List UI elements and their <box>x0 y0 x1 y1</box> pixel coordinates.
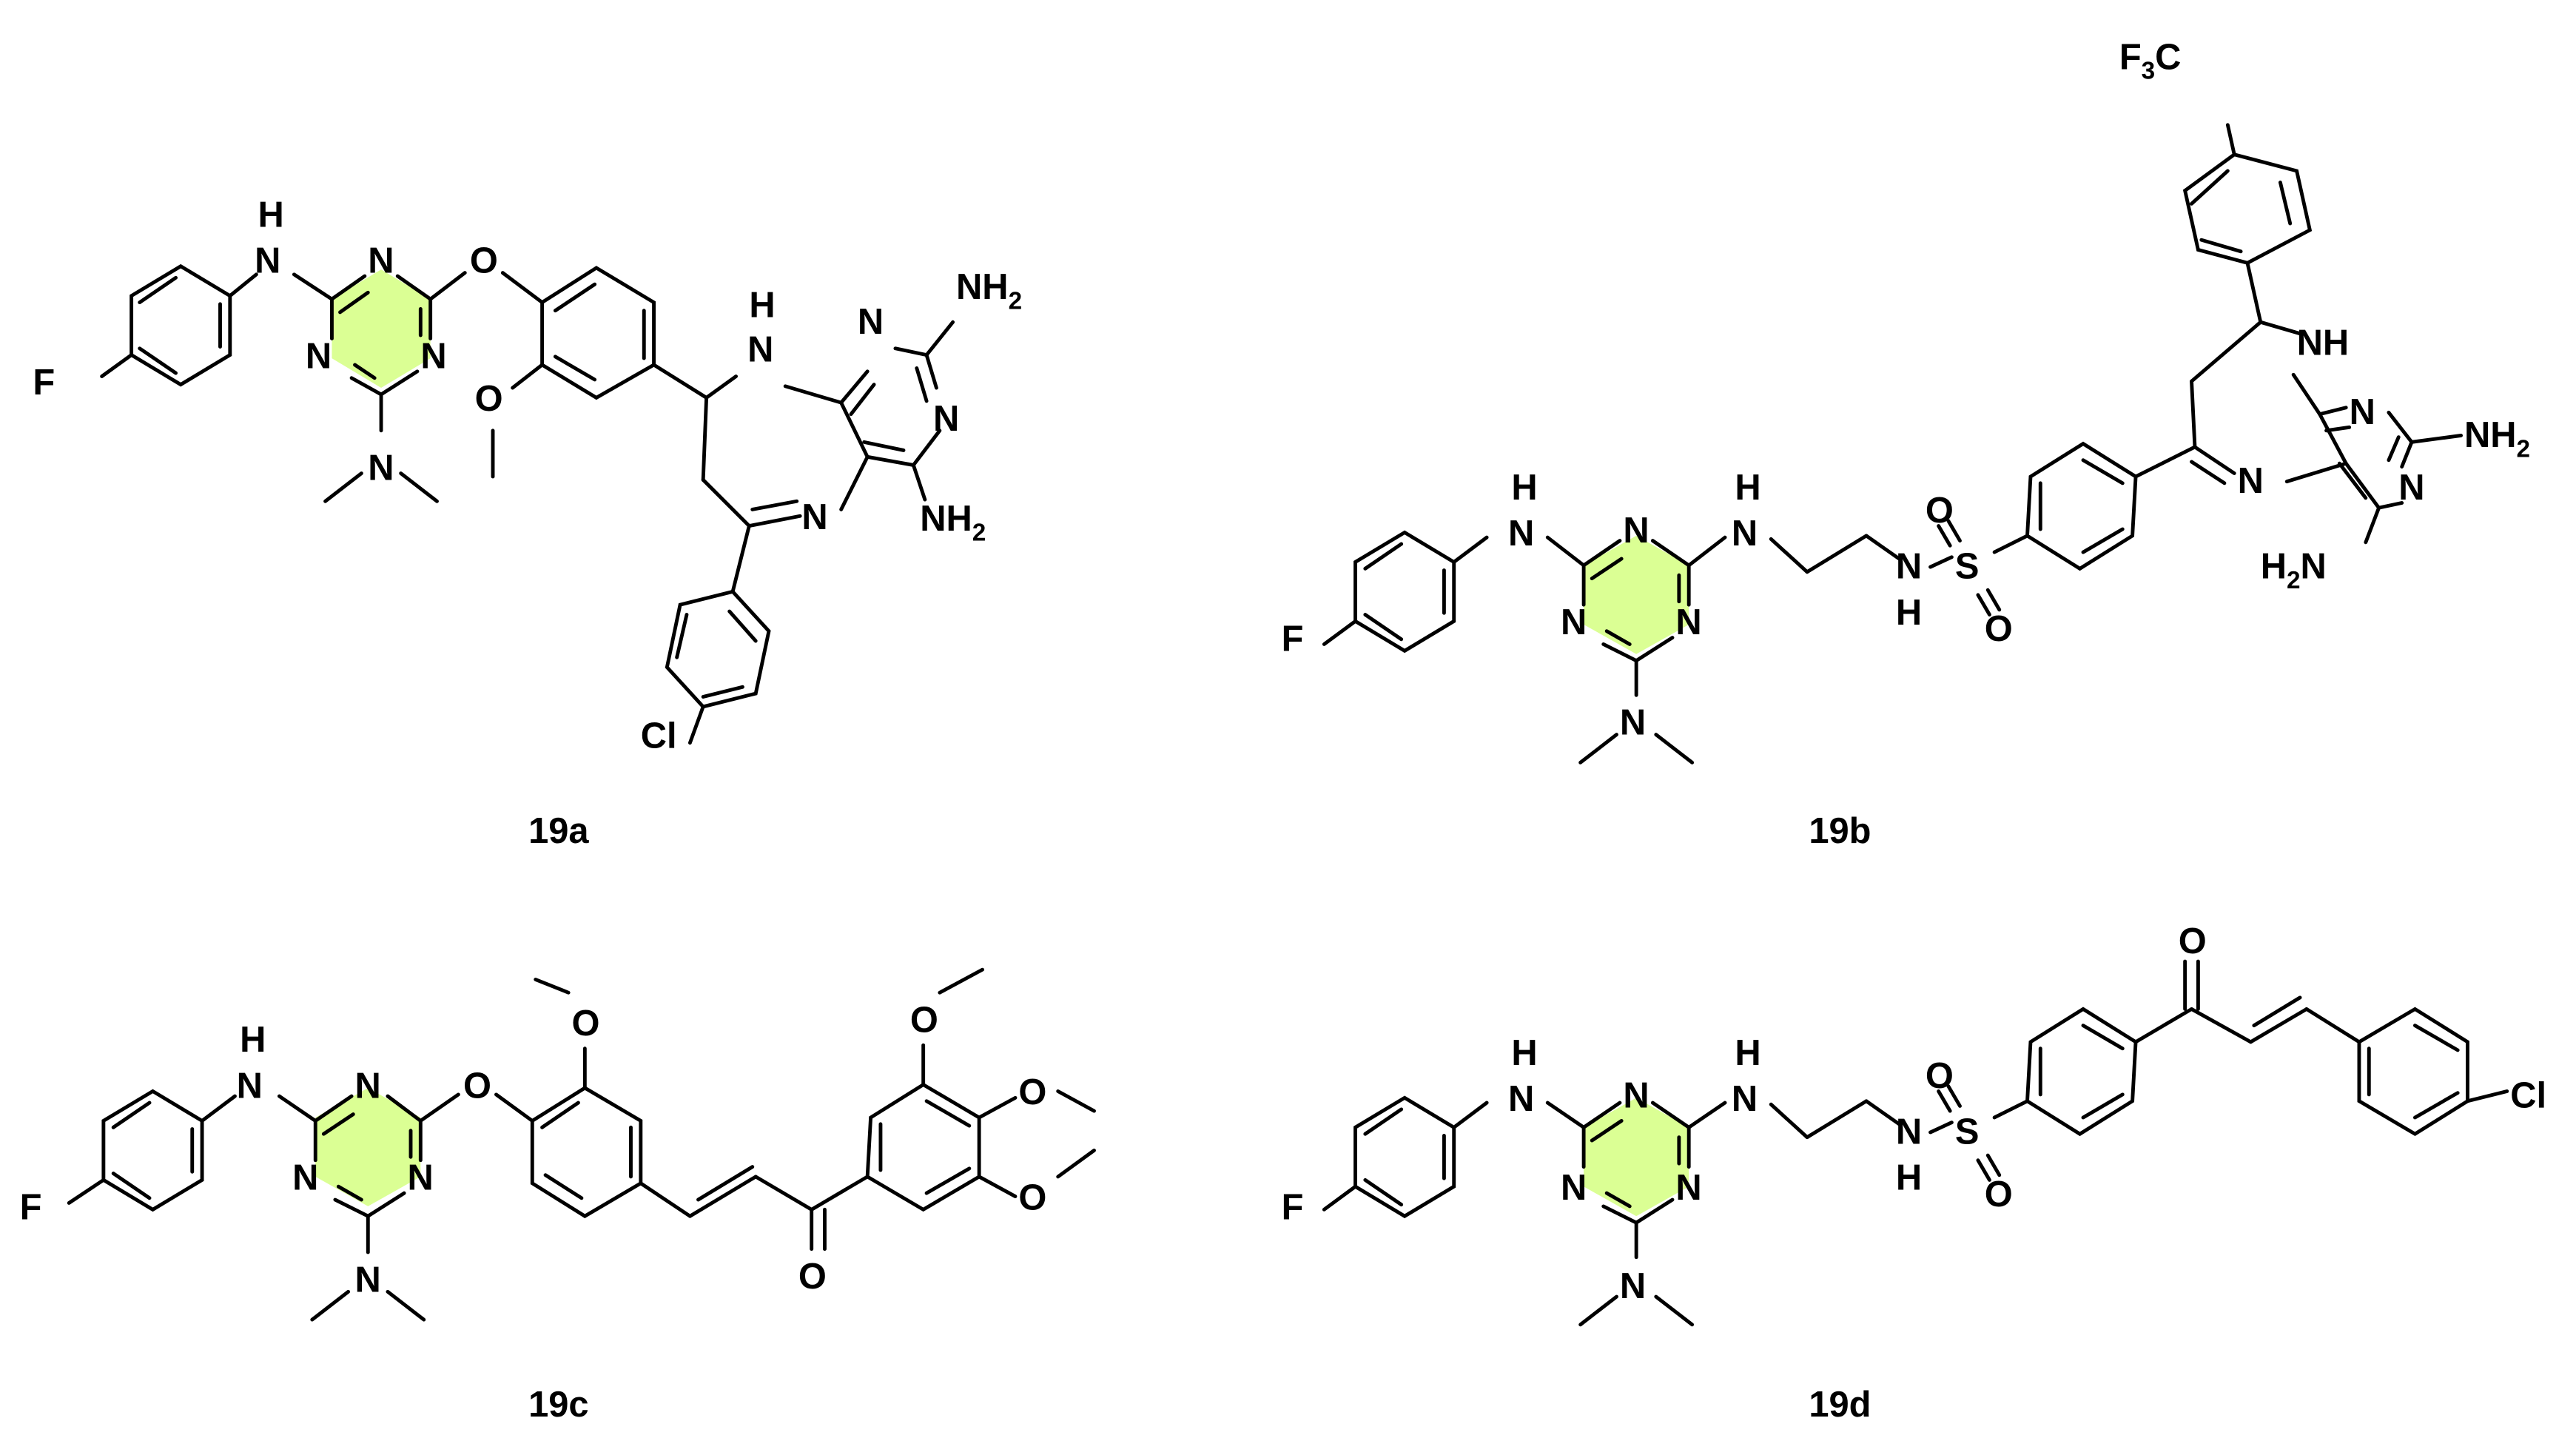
atom-NH2: NH2 <box>956 267 1022 315</box>
atom-O: O <box>470 241 498 281</box>
atom-O: O <box>910 1001 938 1041</box>
atom-N: N <box>1623 511 1649 551</box>
atom-N: N <box>1508 514 1534 554</box>
atom-O: O <box>463 1066 491 1106</box>
atom-O: O <box>798 1257 827 1297</box>
compound-label: 19d <box>1809 1385 1871 1425</box>
atom-H2N: H2N <box>2261 547 2327 594</box>
atom-N: N <box>1896 1112 1922 1152</box>
atom-H: H <box>1896 593 1922 633</box>
atom-O: O <box>1985 609 2013 649</box>
atom-N: N <box>420 336 446 376</box>
compound-19a: F H N N N N O O N H N N N N NH2 NH2 Cl 1… <box>33 195 1022 851</box>
atom-NH2: NH2 <box>2464 415 2530 463</box>
atom-labels-19b: F H N N N N N H N N H S O O F3C NH N N N… <box>1282 37 2530 742</box>
atom-N: N <box>1623 1076 1649 1116</box>
atom-Cl: Cl <box>2510 1076 2546 1116</box>
atom-S: S <box>1955 547 1980 587</box>
atom-N: N <box>1620 1266 1646 1306</box>
atom-N: N <box>1561 1168 1587 1208</box>
atom-NH2: NH2 <box>920 499 986 546</box>
atom-labels-19d: F H N N N N N H N N H S O O O Cl <box>1282 921 2546 1306</box>
atom-H: H <box>749 286 775 326</box>
atom-H: H <box>1511 1033 1537 1073</box>
atom-N: N <box>2238 461 2264 501</box>
atom-NH: NH <box>2297 323 2350 363</box>
compound-label: 19b <box>1809 811 1871 851</box>
atom-labels-19c: F H N N N N O O N O O O O <box>20 1001 1047 1300</box>
atom-H: H <box>1511 468 1537 508</box>
atom-N: N <box>1675 602 1701 642</box>
atom-O: O <box>2179 921 2207 961</box>
atom-N: N <box>306 336 332 376</box>
compound-label: 19c <box>528 1385 588 1425</box>
atom-N: N <box>292 1158 318 1198</box>
atom-N: N <box>255 241 280 281</box>
atom-CF3: F3C <box>2119 37 2182 84</box>
atom-N: N <box>1732 514 1758 554</box>
atom-Cl: Cl <box>641 716 677 756</box>
atom-H: H <box>258 195 284 235</box>
atom-F: F <box>33 363 55 403</box>
compound-19b: F H N N N N N H N N H S O O F3C NH N N N… <box>1282 37 2530 851</box>
atom-F: F <box>20 1188 42 1228</box>
atom-O: O <box>1018 1072 1046 1112</box>
atom-H: H <box>1735 1033 1761 1073</box>
bonds-19c <box>67 967 1096 1322</box>
atom-O: O <box>1926 1056 1954 1096</box>
atom-labels-19a: F H N N N N O O N H N N N N NH2 NH2 Cl <box>33 195 1022 756</box>
atom-N: N <box>355 1066 381 1106</box>
atom-H: H <box>1896 1158 1922 1198</box>
atom-N: N <box>2350 392 2375 432</box>
atom-N: N <box>933 399 959 439</box>
compound-label: 19a <box>528 811 589 851</box>
atom-S: S <box>1955 1112 1980 1152</box>
atom-N: N <box>1675 1168 1701 1208</box>
atom-N: N <box>1732 1079 1758 1119</box>
atom-N: N <box>368 448 394 488</box>
atom-N: N <box>801 497 827 537</box>
atom-N: N <box>1508 1079 1534 1119</box>
fluorophenyl-ring <box>100 263 955 745</box>
atom-H: H <box>240 1020 266 1060</box>
compound-19d: F H N N N N N H N N H S O O O Cl 19d <box>1282 921 2546 1425</box>
atom-N: N <box>1620 703 1646 743</box>
atom-F: F <box>1282 619 1304 659</box>
atom-O: O <box>1985 1175 2013 1214</box>
atom-N: N <box>368 241 394 281</box>
atom-N: N <box>408 1158 434 1198</box>
atom-O: O <box>572 1004 600 1044</box>
bonds-19d <box>1322 959 2509 1327</box>
atom-H: H <box>1735 468 1761 508</box>
atom-N: N <box>355 1260 381 1300</box>
atom-O: O <box>1018 1177 1046 1217</box>
atom-O: O <box>1926 491 1954 531</box>
atom-N: N <box>2398 468 2424 508</box>
atom-N: N <box>747 330 773 370</box>
atom-N: N <box>1561 602 1587 642</box>
atom-N: N <box>858 302 884 342</box>
compound-19c: F H N N N N O O N O O O O 19c <box>20 967 1096 1425</box>
atom-N: N <box>237 1066 263 1106</box>
bonds-19b <box>1322 123 2464 765</box>
atom-O: O <box>475 379 503 419</box>
atom-N: N <box>1896 547 1922 587</box>
triazine-highlight <box>315 1088 421 1206</box>
atom-F: F <box>1282 1188 1304 1228</box>
